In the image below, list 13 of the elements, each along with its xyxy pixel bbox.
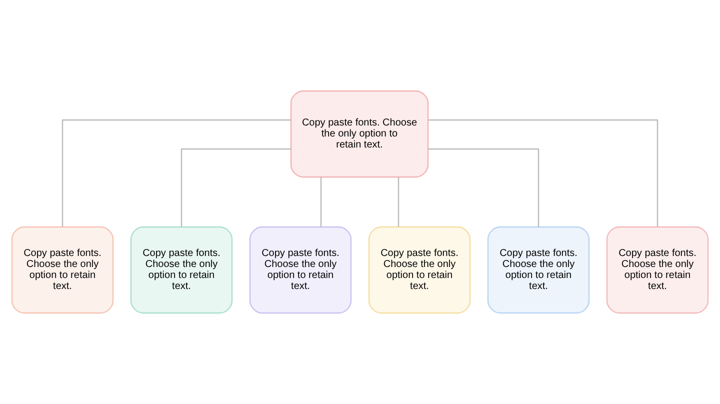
node-box: Copy paste fonts. Choose the only option to retain text. [606,226,709,314]
node-box: Copy paste fonts. Choose the only option to retain text. [130,226,233,314]
node-box: Copy paste fonts. Choose the only option to retain text. [249,226,352,314]
connector [180,148,291,227]
connector [428,148,540,227]
connector [428,119,658,227]
node-box: Copy paste fonts. Choose the only option to retain text. [487,226,590,314]
node-box: Copy paste fonts. Choose the only option to retain text. [290,90,429,178]
connector [62,119,291,227]
connector [320,177,322,227]
connector [398,177,400,227]
node-box: Copy paste fonts. Choose the only option to retain text. [368,226,471,314]
node-box: Copy paste fonts. Choose the only option to retain text. [11,226,114,314]
